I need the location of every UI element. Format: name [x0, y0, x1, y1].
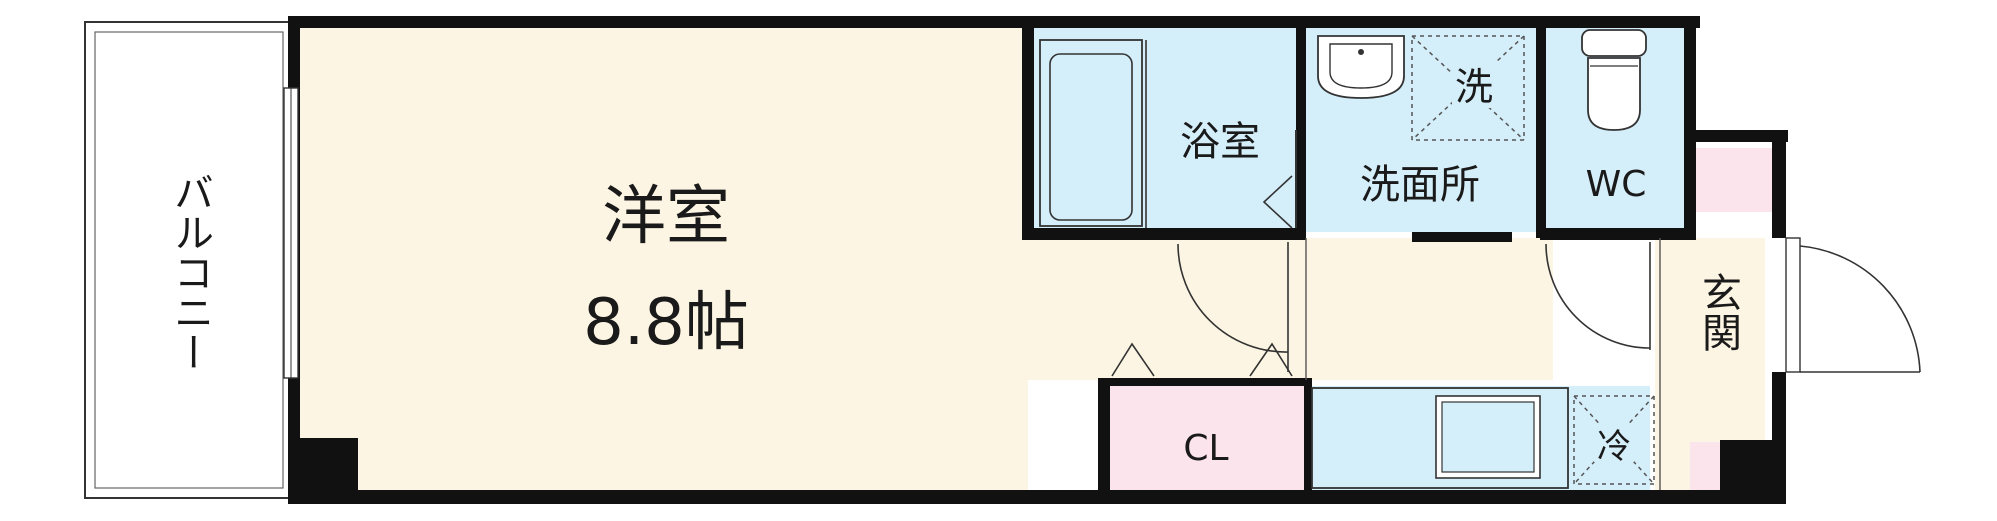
toilet-label: WC: [1586, 164, 1647, 205]
western-room-floor: [298, 28, 1028, 490]
shoe-cabinet-top: [1690, 148, 1772, 212]
washroom-door-swing: [1545, 243, 1651, 349]
hall-floor: [1028, 238, 1553, 380]
washer-space: [1411, 35, 1525, 141]
closet-floor: [1110, 386, 1304, 490]
closet-label: CL: [1183, 428, 1228, 469]
toilet-icon: [1581, 29, 1647, 131]
wash-basin-icon: [1317, 35, 1405, 99]
entrance-door: [1785, 237, 1921, 373]
shoe-cabinet-bottom: [1690, 442, 1720, 490]
entrance-label: 玄関: [1695, 272, 1741, 352]
bathtub: [1039, 39, 1147, 228]
balcony-window: [283, 87, 299, 379]
washer-label: 洗: [1455, 65, 1493, 109]
balcony-label: バルコニー: [167, 172, 213, 372]
washroom-label: 洗面所: [1360, 162, 1480, 208]
room-door-swing: [1177, 243, 1289, 353]
balcony-area: [84, 21, 294, 499]
closet-door-marker-right: [1249, 342, 1293, 377]
western-room-size: 8.8帖: [583, 286, 749, 360]
bathroom-label: 浴室: [1180, 119, 1260, 165]
kitchen-counter: [1311, 387, 1569, 489]
western-room-name: 洋室: [602, 180, 730, 254]
bathroom-door-marker: [1262, 175, 1293, 229]
fridge-label: 冷: [1597, 427, 1631, 467]
closet-door-marker-left: [1111, 342, 1155, 377]
fridge-space: [1573, 395, 1655, 485]
